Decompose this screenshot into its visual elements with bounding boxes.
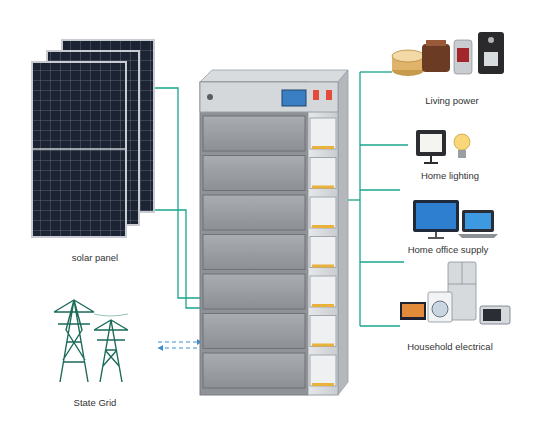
grid-link: [158, 342, 202, 348]
module-terminal-panel: [310, 237, 336, 268]
battery-module: [203, 116, 305, 151]
caption-label: Living power: [425, 95, 478, 106]
grid-arrows: [158, 339, 202, 351]
office-devices: [413, 200, 498, 238]
module-terminal-panel: [310, 316, 336, 347]
battery-module: [203, 156, 305, 191]
battery-module: [203, 195, 305, 230]
wire: [150, 72, 408, 326]
battery-modules: [203, 116, 336, 388]
caption-label: State Grid: [74, 397, 117, 408]
module-terminal-panel: [310, 158, 336, 189]
module-connector: [312, 146, 334, 149]
module-terminal-panel: [310, 197, 336, 228]
caption-label: Household electrical: [407, 341, 493, 352]
battery-cabinet: [200, 70, 348, 395]
module-connector: [312, 225, 334, 228]
module-connector: [312, 383, 334, 386]
battery-module: [203, 235, 305, 270]
caption-label: Home office supply: [408, 244, 489, 255]
lighting-icons: [416, 130, 470, 163]
power-tower: [54, 300, 128, 382]
solar-panel-drawing: [32, 40, 154, 237]
battery-module: [203, 314, 305, 349]
kitchen-appliances: [392, 32, 504, 76]
module-connector: [312, 265, 334, 268]
household-appliances: [400, 262, 510, 324]
module-connector: [312, 304, 334, 307]
caption-label: solar panel: [72, 252, 118, 263]
module-terminal-panel: [310, 276, 336, 307]
module-terminal-panel: [310, 355, 336, 386]
caption-label: Home lighting: [421, 170, 479, 181]
battery-module: [203, 274, 305, 309]
module-terminal-panel: [310, 118, 336, 149]
battery-module: [203, 353, 305, 388]
module-connector: [312, 344, 334, 347]
module-connector: [312, 186, 334, 189]
